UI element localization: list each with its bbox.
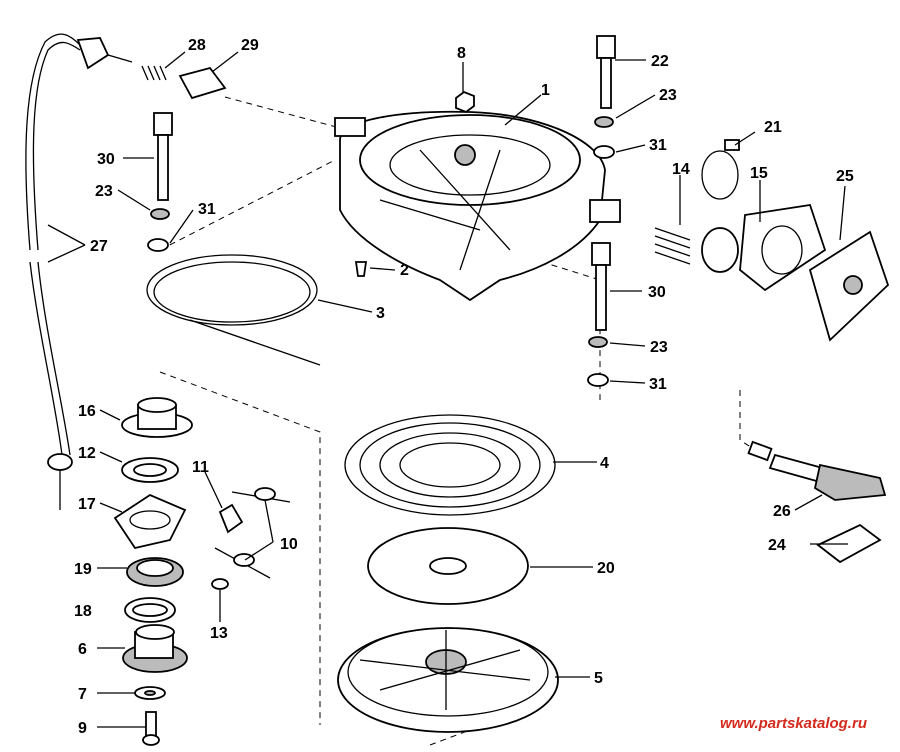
callout-10: 10 — [280, 536, 298, 553]
pawl-part-11 — [218, 503, 244, 534]
springs-part-10 — [214, 487, 291, 579]
callout-4: 4 — [600, 455, 609, 472]
callout-31-a: 31 — [649, 137, 667, 154]
callout-30-b: 30 — [648, 284, 666, 301]
bolt-part-22 — [596, 35, 616, 109]
callout-1: 1 — [541, 82, 550, 99]
rewind-spring-part-4 — [344, 414, 556, 516]
pin-part-2 — [354, 261, 368, 277]
callout-23-a: 23 — [659, 87, 677, 104]
housing-part-1 — [334, 110, 621, 302]
pulley-part-5 — [337, 627, 559, 733]
handle-part-26 — [747, 440, 887, 501]
cord-part-3 — [146, 254, 321, 366]
callout-28: 28 — [188, 37, 206, 54]
cap-part-16 — [121, 397, 193, 438]
cover-part-25 — [808, 230, 890, 342]
callout-14: 14 — [672, 161, 690, 178]
nut-part-8 — [455, 90, 475, 114]
callout-26: 26 — [773, 503, 791, 520]
washer-part-7 — [134, 686, 166, 700]
callout-21: 21 — [764, 119, 782, 136]
clip-part-13 — [211, 578, 229, 590]
callout-22: 22 — [651, 53, 669, 70]
callout-13: 13 — [210, 625, 228, 642]
plate-part-17 — [113, 493, 187, 550]
callout-6: 6 — [78, 641, 87, 658]
callout-17: 17 — [78, 496, 96, 513]
clamp-part-21 — [701, 139, 740, 200]
bolt-part-30-right — [591, 242, 611, 331]
insert-part-24 — [816, 523, 882, 564]
callout-11: 11 — [192, 459, 209, 476]
hub-part-6 — [122, 624, 188, 673]
callout-15: 15 — [750, 165, 768, 182]
callout-5: 5 — [594, 670, 603, 687]
bolt-part-30-left — [153, 112, 173, 201]
callout-29: 29 — [241, 37, 259, 54]
watermark: www.partskatalog.ru — [720, 715, 867, 732]
callout-24: 24 — [768, 537, 786, 554]
washer-part-12 — [121, 457, 179, 483]
callout-labels: 1 2 3 4 5 6 7 8 9 10 11 12 13 14 15 16 1… — [74, 37, 854, 737]
cable-part-27 — [25, 33, 133, 510]
disc-part-20 — [367, 527, 529, 605]
callout-2: 2 — [400, 262, 409, 279]
callout-31-b: 31 — [198, 201, 216, 218]
callout-19: 19 — [74, 561, 92, 578]
leader-lines — [47, 51, 848, 728]
callout-23-c: 23 — [650, 339, 668, 356]
callout-20: 20 — [597, 560, 615, 577]
spring-part-14 — [654, 227, 691, 265]
grommet-part-15 — [701, 203, 827, 292]
sleeve-part-29 — [178, 66, 227, 100]
callout-9: 9 — [78, 720, 87, 737]
callout-7: 7 — [78, 686, 87, 703]
ring-part-18 — [124, 597, 176, 623]
callout-16: 16 — [78, 403, 96, 420]
callout-8: 8 — [457, 45, 466, 62]
callout-3: 3 — [376, 305, 385, 322]
callout-30-a: 30 — [97, 151, 115, 168]
screw-part-9 — [142, 711, 160, 746]
seal-part-19 — [126, 557, 184, 587]
spring-part-28 — [141, 65, 167, 81]
callout-18: 18 — [74, 603, 92, 620]
callout-12: 12 — [78, 445, 96, 462]
callout-27: 27 — [90, 238, 108, 255]
callout-31-c: 31 — [649, 376, 667, 393]
callout-25: 25 — [836, 168, 854, 185]
callout-23-b: 23 — [95, 183, 113, 200]
washers-parts-23-31 — [147, 116, 615, 387]
